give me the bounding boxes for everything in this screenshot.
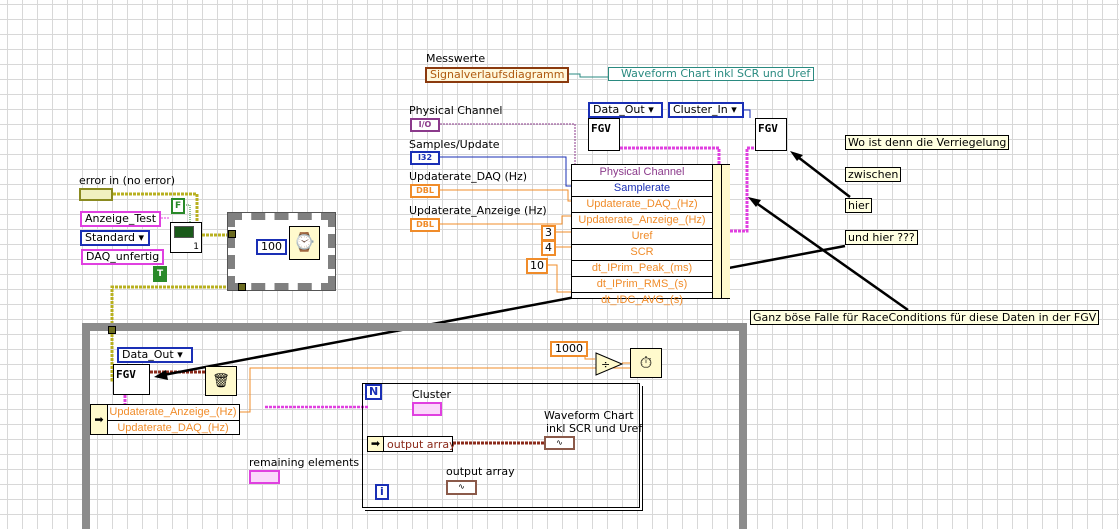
for-loop[interactable]: [362, 383, 640, 508]
arrow-icon: ➡: [368, 437, 384, 451]
cluster-label: Cluster: [412, 388, 452, 401]
wait-ms-icon[interactable]: ⌚: [289, 226, 320, 260]
cluster-in-enum[interactable]: Cluster_In ▾: [668, 102, 744, 118]
physical-channel-terminal[interactable]: I/O: [410, 118, 440, 132]
fgv-subvi-loop[interactable]: FGV: [113, 364, 150, 395]
waveform-chart-label-1: Waveform Chart: [544, 409, 634, 422]
metronome-wait-icon[interactable]: ⏱: [630, 348, 662, 378]
comment-zwischen: zwischen: [845, 167, 902, 182]
unbundle-by-name[interactable]: ➡ Updaterate_Anzeige_(Hz)Updaterate_DAQ_…: [90, 404, 240, 435]
bundle-by-name[interactable]: Physical Channel Samplerate Updaterate_D…: [571, 164, 730, 306]
bundle-row: SCR: [572, 245, 712, 261]
comment-race-conditions: Ganz böse Falle für RaceConditions für d…: [750, 310, 1100, 325]
loop-count-terminal[interactable]: N: [365, 384, 383, 400]
subvi-number: 1: [193, 242, 199, 252]
remaining-elements-label: remaining elements: [249, 456, 360, 469]
physical-channel-label: Physical Channel: [409, 104, 503, 117]
remaining-elements-indicator[interactable]: [249, 470, 280, 484]
comment-hier: hier: [845, 198, 873, 213]
updaterate-daq-terminal[interactable]: DBL: [410, 184, 440, 198]
waveform-chart-indicator[interactable]: ∿: [544, 436, 575, 450]
chart-ref-property-node[interactable]: Waveform Chart inkl SCR und Uref: [608, 67, 815, 81]
waveform-chart-label-2: inkl SCR und Uref: [546, 422, 643, 435]
bundle-row: Uref: [572, 229, 712, 245]
anzeige-test-constant[interactable]: Anzeige_Test: [80, 211, 162, 227]
samples-terminal[interactable]: I32: [410, 151, 440, 165]
bundle-row: dt_IPrim_Peak_(ms): [572, 261, 712, 277]
daq-unfertig-constant[interactable]: DAQ_unfertig: [81, 249, 165, 265]
comment-und-hier: und hier ???: [845, 230, 918, 245]
svg-text:÷: ÷: [601, 358, 610, 371]
iteration-terminal: i: [375, 484, 389, 500]
signal-ref-node[interactable]: Signalverlaufsdiagramm: [425, 67, 570, 83]
updaterate-anzeige-terminal[interactable]: DBL: [410, 218, 440, 232]
while-loop[interactable]: [82, 323, 747, 529]
enum-value: Data_Out: [593, 103, 645, 116]
bundle-row: dt_IDC_AVG_(s): [601, 294, 683, 306]
sequence-tunnel: [238, 283, 246, 291]
bundle-row: Updaterate_DAQ_(Hz): [572, 197, 712, 213]
true-constant[interactable]: T: [153, 266, 168, 282]
sequence-tunnel: [228, 230, 236, 238]
data-out-enum-loop[interactable]: Data_Out ▾: [117, 347, 193, 363]
output-array-indicator[interactable]: ∿: [446, 480, 477, 495]
constant-1000[interactable]: 1000: [550, 341, 588, 357]
scope-icon: [174, 226, 194, 238]
updaterate-anzeige-label: Updaterate_Anzeige (Hz): [409, 204, 547, 217]
samples-label: Samples/Update: [409, 138, 500, 151]
index-array[interactable]: ➡ output array: [367, 436, 456, 452]
data-out-enum[interactable]: Data_Out ▾: [588, 102, 663, 118]
fgv-subvi-2[interactable]: FGV: [755, 118, 787, 151]
enum-value: Data_Out: [122, 348, 174, 361]
bundle-input-column: [712, 165, 730, 298]
unbundle-row: Updaterate_DAQ_(Hz): [117, 422, 229, 434]
enum-value: Cluster_In: [673, 103, 728, 116]
arrow-icon: ➡: [91, 405, 108, 434]
standard-enum[interactable]: Standard ▾: [80, 230, 150, 246]
output-array-label: output array: [446, 465, 515, 478]
comment-verriegelung: Wo ist denn die Verriegelung: [845, 135, 1010, 150]
constant-100[interactable]: 100: [256, 239, 287, 255]
bundle-row: Samplerate: [572, 181, 712, 197]
bundle-row: Updaterate_Anzeige_(Hz): [572, 213, 712, 229]
unbundle-row: Updaterate_Anzeige_(Hz): [107, 405, 239, 421]
constant-4[interactable]: 4: [541, 240, 556, 256]
delete-from-array-icon[interactable]: 🗑: [205, 366, 237, 396]
cluster-indicator[interactable]: [412, 402, 442, 416]
false-constant[interactable]: F: [171, 198, 186, 214]
loop-tunnel: [108, 326, 116, 334]
error-cluster-terminal[interactable]: [79, 188, 113, 201]
constant-10[interactable]: 10: [526, 258, 548, 274]
bundle-row: dt_IPrim_RMS_(s): [572, 277, 712, 293]
display-subvi[interactable]: 1: [170, 222, 202, 253]
updaterate-daq-label: Updaterate_DAQ (Hz): [409, 170, 528, 183]
divide-icon[interactable]: ÷: [595, 352, 623, 376]
bundle-row: Physical Channel: [572, 165, 712, 181]
fgv-subvi-1[interactable]: FGV: [588, 118, 620, 151]
enum-value: Standard: [85, 231, 136, 244]
error-in-label: error in (no error): [79, 174, 176, 187]
constant-3[interactable]: 3: [541, 225, 556, 241]
messwerte-label: Messwerte: [426, 52, 486, 65]
index-array-output: output array: [387, 438, 456, 451]
